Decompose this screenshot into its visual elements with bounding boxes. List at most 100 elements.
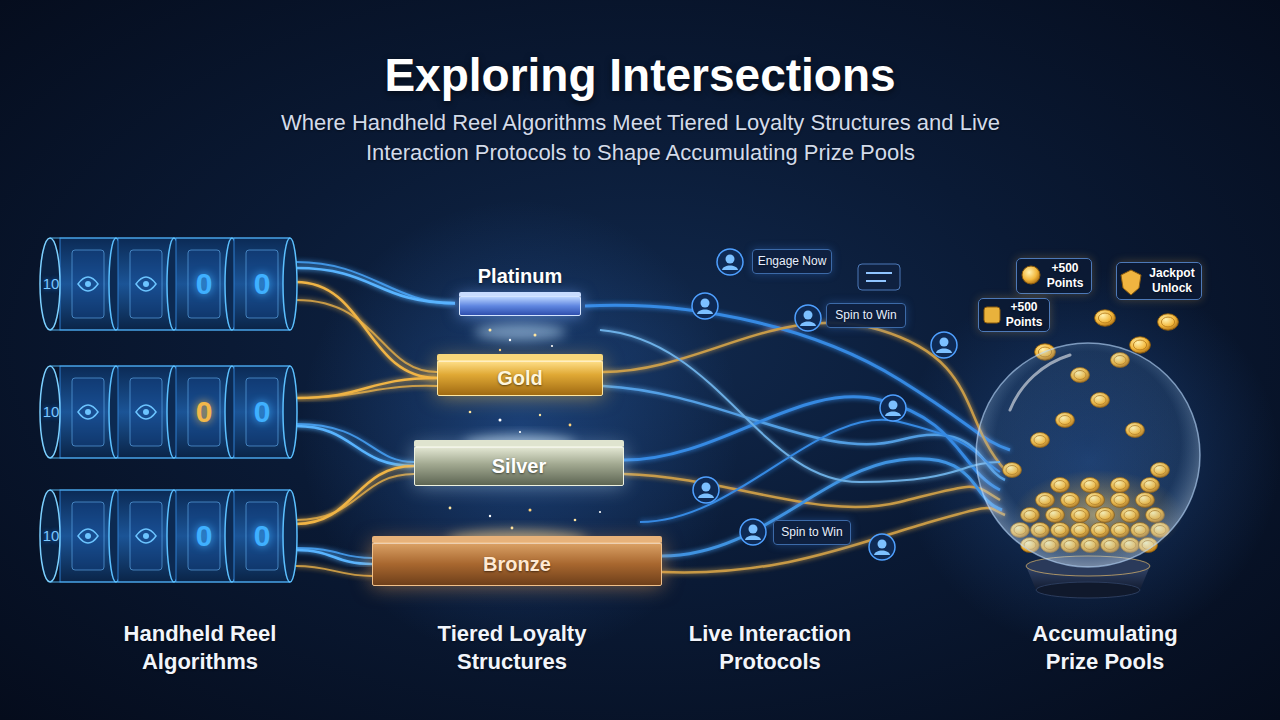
flow-strand: [296, 300, 437, 372]
reel-segment: [176, 490, 239, 582]
sparkle: [469, 411, 472, 414]
sparkle: [519, 431, 521, 433]
reel-drum: 1000: [38, 234, 296, 334]
reel-glyph: [78, 405, 98, 419]
tier-slab: [459, 296, 581, 316]
flow-strand: [640, 420, 1000, 522]
flow-strand: [296, 262, 455, 304]
node-label: Spin to Win: [774, 521, 850, 544]
segment-body: [60, 238, 116, 330]
reel-segment: [234, 490, 297, 582]
flow-strand: [585, 305, 1010, 450]
sparkle: [499, 419, 502, 422]
node-text: 0: [189, 266, 219, 302]
user-avatar: [740, 519, 766, 545]
user-avatar: [931, 332, 957, 358]
segment-panel: [130, 502, 162, 570]
reel-segment: [176, 366, 239, 458]
reel-glyph: [136, 277, 156, 291]
node-text: 0: [247, 518, 277, 554]
segment-panel: [130, 250, 162, 318]
light-glow: [474, 323, 566, 341]
tier-platinum: Platinum: [455, 262, 585, 320]
reel-glyph: [85, 409, 91, 415]
reel-glyph: [78, 529, 98, 543]
segment-panel: [188, 250, 220, 318]
coin: [1095, 310, 1116, 327]
user-avatar: [693, 477, 719, 503]
segment-cap: [283, 366, 297, 458]
flow-strand: [296, 566, 372, 576]
reel-glyph: [143, 409, 149, 415]
node-label: Bronze: [373, 543, 661, 585]
sparkle: [529, 509, 532, 512]
segment-panel: [246, 378, 278, 446]
subtitle: Where Handheld Reel Algorithms Meet Tier…: [268, 108, 1013, 168]
reel-edge-light: [50, 238, 290, 330]
sparkle: [509, 339, 511, 341]
segment-body: [118, 366, 174, 458]
tier-gold: Gold: [437, 360, 603, 396]
flow-strand: [296, 424, 414, 462]
sparkle: [539, 414, 541, 416]
column-label: Tiered Loyalty Structures: [402, 620, 622, 676]
chat-bubble: Spin to Win: [826, 303, 906, 328]
sparkle: [534, 334, 537, 337]
segment-panel: [188, 502, 220, 570]
segment-panel: [246, 502, 278, 570]
reel-streams: [296, 262, 455, 576]
segment-body: [176, 490, 232, 582]
segment-body: [60, 490, 116, 582]
reel-glyph: [143, 281, 149, 287]
node-label: Silver: [415, 447, 623, 485]
reel-glyph: [78, 277, 98, 291]
user-avatar: [692, 293, 718, 319]
reel-glyph: [143, 533, 149, 539]
node-label: Jackpot Unlock: [1145, 266, 1199, 296]
prize-sphere: [976, 310, 1200, 598]
reel-glyph: [85, 533, 91, 539]
chat-bubble: Spin to Win: [773, 520, 851, 545]
tier-bronze: Bronze: [372, 542, 662, 586]
segment-panel: [188, 378, 220, 446]
chat-icon-lines: [866, 273, 892, 281]
sparkle: [599, 511, 601, 513]
diagram-title: Exploring Intersections: [0, 47, 1280, 103]
user-avatar: [880, 395, 906, 421]
reel-segment: [60, 490, 123, 582]
chat-bubble: Engage Now: [752, 249, 832, 274]
node-text: 0: [247, 394, 277, 430]
node-label: Engage Now: [753, 250, 831, 273]
sparkle: [499, 349, 501, 351]
segment-body: [118, 490, 174, 582]
segment-body: [176, 238, 232, 330]
node-text: 0: [189, 518, 219, 554]
sparkle: [511, 527, 514, 530]
reel-glyph: [85, 281, 91, 287]
user-avatar: [869, 534, 895, 560]
coin: [1130, 337, 1151, 354]
column-label: Live Interaction Protocols: [660, 620, 880, 676]
segment-body: [60, 366, 116, 458]
segment-panel: [130, 378, 162, 446]
flow-connector: [296, 282, 437, 378]
reel-glyph: [136, 405, 156, 419]
flow-strand: [624, 474, 1000, 507]
sparkle: [449, 507, 452, 510]
reel-segment: [60, 366, 123, 458]
reel-edge-light: [50, 366, 290, 458]
background-glow: [300, 200, 740, 660]
reward-badge: +500 Points: [978, 298, 1050, 332]
node-label: Spin to Win: [827, 304, 905, 327]
user-avatar: [795, 305, 821, 331]
segment-panel: [72, 378, 104, 446]
segment-body: [234, 366, 290, 458]
node-label: 10: [40, 526, 62, 546]
sparkle: [574, 519, 577, 522]
coin: [1158, 314, 1179, 331]
chat-icon-box: [858, 264, 900, 290]
segment-cap: [283, 490, 297, 582]
